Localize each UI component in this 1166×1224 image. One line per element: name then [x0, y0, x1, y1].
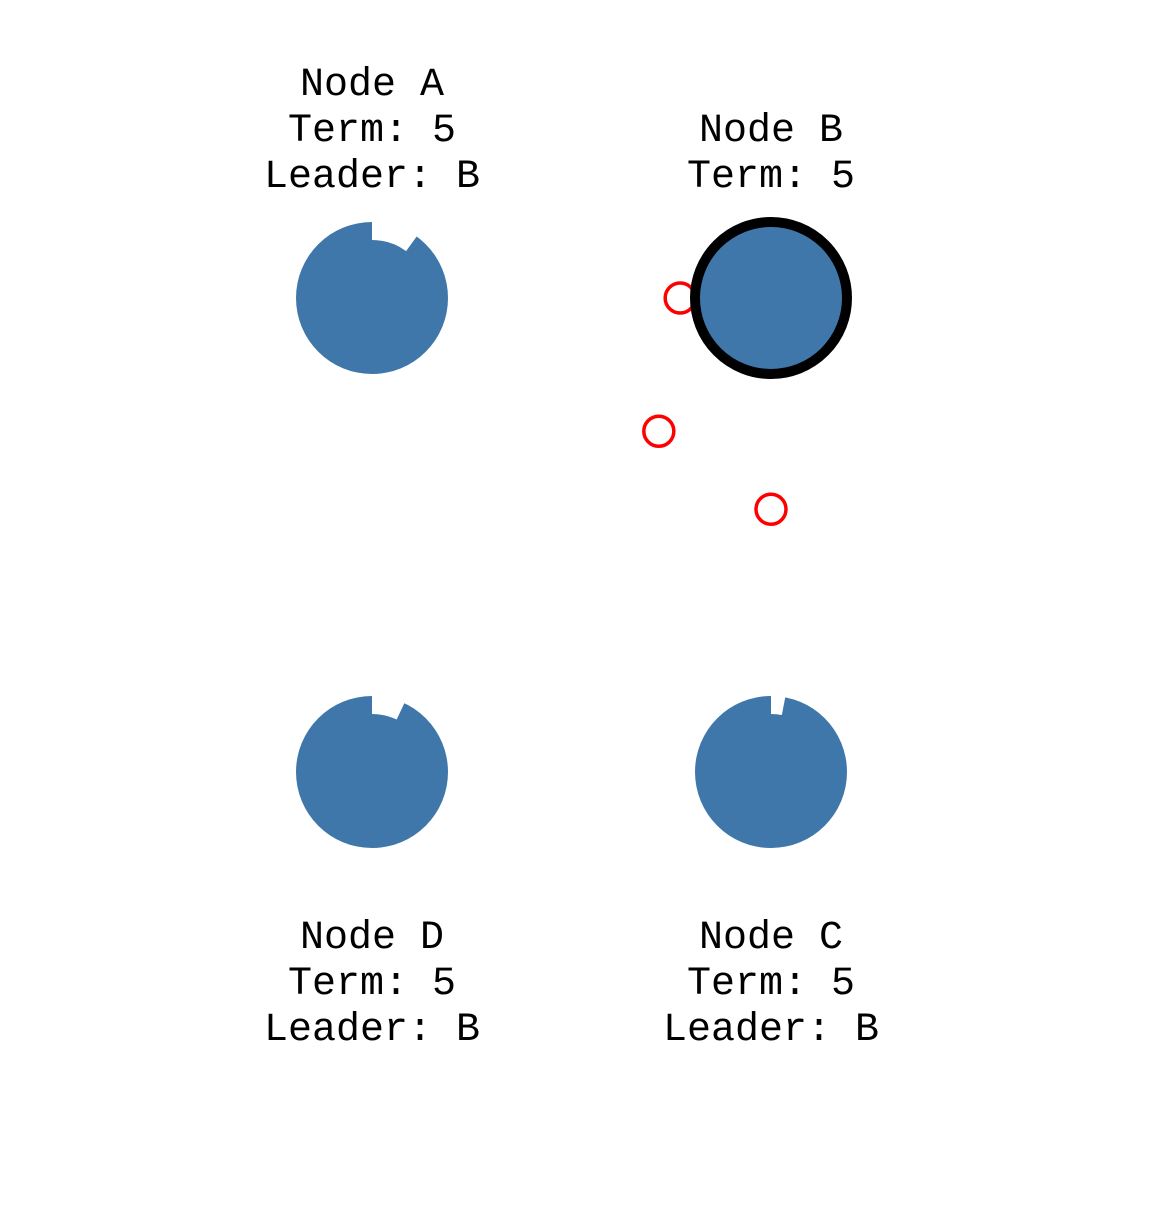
node-c-circle[interactable]	[695, 696, 847, 848]
node-c-name: Node C	[699, 916, 843, 961]
node-b-term: Term: 5	[687, 155, 855, 200]
node-b[interactable]: Node B Term: 5	[687, 109, 855, 379]
node-a[interactable]: Node A Term: 5 Leader: B	[264, 63, 480, 374]
node-c-timeout-wedge	[771, 694, 786, 716]
node-d-name: Node D	[300, 916, 444, 961]
node-a-name: Node A	[300, 63, 444, 108]
node-d-term: Term: 5	[288, 962, 456, 1007]
node-a-term: Term: 5	[288, 109, 456, 154]
node-c-leader: Leader: B	[663, 1008, 879, 1053]
node-c-term: Term: 5	[687, 962, 855, 1007]
node-a-timeout-wedge	[372, 220, 418, 252]
node-b-leader-ring	[690, 217, 852, 379]
node-d-timeout-wedge	[372, 694, 406, 720]
node-d[interactable]: Node D Term: 5 Leader: B	[264, 694, 480, 1053]
node-b-name: Node B	[699, 109, 843, 154]
node-b-circle[interactable]	[695, 222, 847, 374]
node-c[interactable]: Node C Term: 5 Leader: B	[663, 694, 879, 1053]
message-b-to-d	[642, 414, 676, 449]
message-b-to-c	[754, 492, 788, 526]
node-d-circle[interactable]	[296, 696, 448, 848]
node-d-leader: Leader: B	[264, 1008, 480, 1053]
node-a-circle[interactable]	[296, 222, 448, 374]
node-a-leader: Leader: B	[264, 155, 480, 200]
